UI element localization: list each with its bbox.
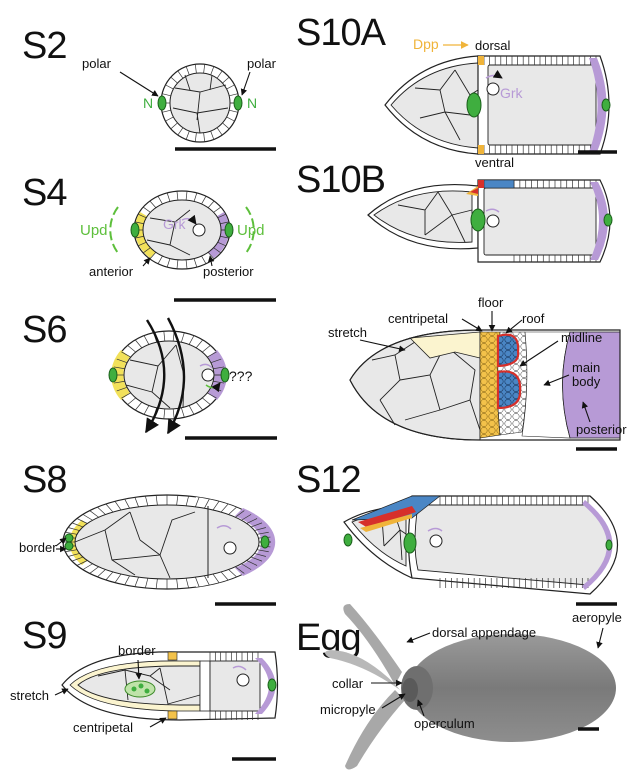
s10a-label-ventral: ventral (475, 155, 514, 170)
panel-s4: S4 Grk Upd Upd anterior posterior (22, 172, 276, 300)
egg-label-micropyle: micropyle (320, 702, 376, 717)
egg-label-collar: collar (332, 676, 364, 691)
s6-polar-cell-anterior (109, 368, 117, 382)
s10b3d-label-body: body (572, 374, 601, 389)
stage-label-s2: S2 (22, 25, 66, 67)
s2-label-n-left: N (143, 95, 153, 111)
s10a-label-grk: Grk (500, 85, 524, 101)
s12-border-cells (404, 533, 416, 553)
panel-s2: S2 polar polar N N (22, 25, 277, 149)
s2-germline-cyst (170, 73, 230, 133)
s9-centripetal-ventral (168, 711, 177, 719)
s8-border-cell-2 (65, 542, 73, 550)
egg-micropyle (402, 678, 418, 702)
s9-border-cell-cluster (125, 681, 155, 697)
s4-label-posterior: posterior (203, 264, 254, 279)
s10a-polar-cell-posterior (602, 99, 610, 111)
s10b-floor-cells (478, 180, 484, 188)
s10b3d-label-posterior: posterior (576, 422, 627, 437)
s2-arrow-polar-left (120, 72, 158, 96)
s9-oocyte (210, 661, 260, 711)
s12-polar-cell-anterior (344, 534, 352, 546)
s9-arrow-stretch (55, 689, 68, 695)
s10b-border-cells (471, 209, 485, 231)
egg-arrow-dorsal-appendage (407, 633, 430, 642)
panel-s9: S9 border stretch centripetal (10, 615, 278, 759)
s4-arrow-anterior (143, 258, 150, 266)
s2-egg-chamber (158, 64, 242, 142)
panel-s10b-surface-view: stretch centripetal floor roof midline m… (328, 295, 627, 449)
s10b3d-arrow-centripetal (462, 319, 482, 331)
s10b3d-label-main: main (572, 360, 600, 375)
stage-label-s12: S12 (296, 459, 361, 501)
s10a-nurse-cells (391, 63, 478, 148)
s12-oocyte-nucleus (430, 535, 442, 547)
stage-label-s4: S4 (22, 172, 67, 214)
stage-label-s6: S6 (22, 309, 66, 351)
s4-label-grk: Grk (163, 216, 187, 232)
s6-label-unknown: ??? (229, 368, 253, 384)
stage-label-s9: S9 (22, 615, 66, 657)
panel-s10b: S10B (296, 159, 612, 262)
s10b3d-label-floor: floor (478, 295, 504, 310)
s4-label-anterior: anterior (89, 264, 134, 279)
panel-s10a: S10A Grk Dpp dorsal ventral (296, 12, 617, 170)
egg-label-dorsal-appendage: dorsal appendage (432, 625, 536, 640)
s4-upd-signal-left (110, 207, 118, 253)
s10b3d-label-roof: roof (522, 311, 545, 326)
s9-label-border: border (118, 643, 156, 658)
s2-arrow-polar-right (242, 72, 250, 95)
s10a-border-cells (467, 93, 481, 117)
s2-label-polar-right: polar (247, 56, 277, 71)
s10b3d-roof-upper (498, 335, 518, 366)
s4-polar-cell-posterior (225, 223, 233, 237)
s10b-polar-cell-posterior (604, 214, 612, 226)
s6-oocyte-nucleus (202, 369, 214, 381)
s9-label-centripetal: centripetal (73, 720, 133, 735)
s4-oocyte-nucleus (193, 224, 205, 236)
s9-oocyte-nucleus (237, 674, 249, 686)
s10a-oocyte-nucleus (487, 83, 499, 95)
s12-polar-cell-posterior (606, 540, 612, 550)
s6-polar-cell-posterior (221, 368, 229, 382)
s2-label-n-right: N (247, 95, 257, 111)
s10b-oocyte-nucleus (487, 215, 499, 227)
panel-s6: S6 ??? (22, 309, 277, 438)
egg-arrow-aeropyle (598, 628, 603, 648)
s10b-nurse-cells (374, 191, 472, 242)
s10b3d-roof-lower (498, 371, 520, 408)
s4-label-upd-right: Upd (237, 222, 265, 239)
panel-s12: S12 (296, 459, 618, 604)
s9-polar-cell-posterior (268, 679, 276, 691)
s10a-label-dorsal: dorsal (475, 38, 511, 53)
s10b3d-label-centripetal: centripetal (388, 311, 448, 326)
s10b3d-label-stretch: stretch (328, 325, 367, 340)
s10b-oocyte (484, 188, 596, 255)
s2-polar-cell-right (234, 96, 242, 110)
s9-centripetal-dorsal (168, 652, 177, 660)
s8-border-cell-1 (65, 534, 73, 542)
s10a-label-dpp: Dpp (413, 36, 439, 52)
egg-label-operculum: operculum (414, 716, 475, 731)
s2-label-polar-left: polar (82, 56, 112, 71)
stage-label-s10b: S10B (296, 159, 385, 201)
s4-label-upd-left: Upd (80, 222, 108, 239)
stage-label-s8: S8 (22, 459, 66, 501)
s10b3d-label-midline: midline (561, 330, 602, 345)
s8-polar-cell-posterior (261, 536, 269, 548)
s4-polar-cell-anterior (131, 223, 139, 237)
s2-polar-cell-left (158, 96, 166, 110)
s6-germline-cyst (124, 341, 214, 409)
egg-label-aeropyle: aeropyle (572, 610, 622, 625)
s8-label-border: border (19, 540, 57, 555)
panel-egg: Egg dorsal appendage aeropyle collar mic… (296, 604, 622, 770)
s10a-oocyte (488, 65, 596, 145)
stage-label-s10a: S10A (296, 12, 387, 54)
s8-oocyte-nucleus (224, 542, 236, 554)
s10b-roof-cells (484, 180, 514, 188)
panel-s8: S8 border (19, 459, 276, 604)
s9-label-stretch: stretch (10, 688, 49, 703)
